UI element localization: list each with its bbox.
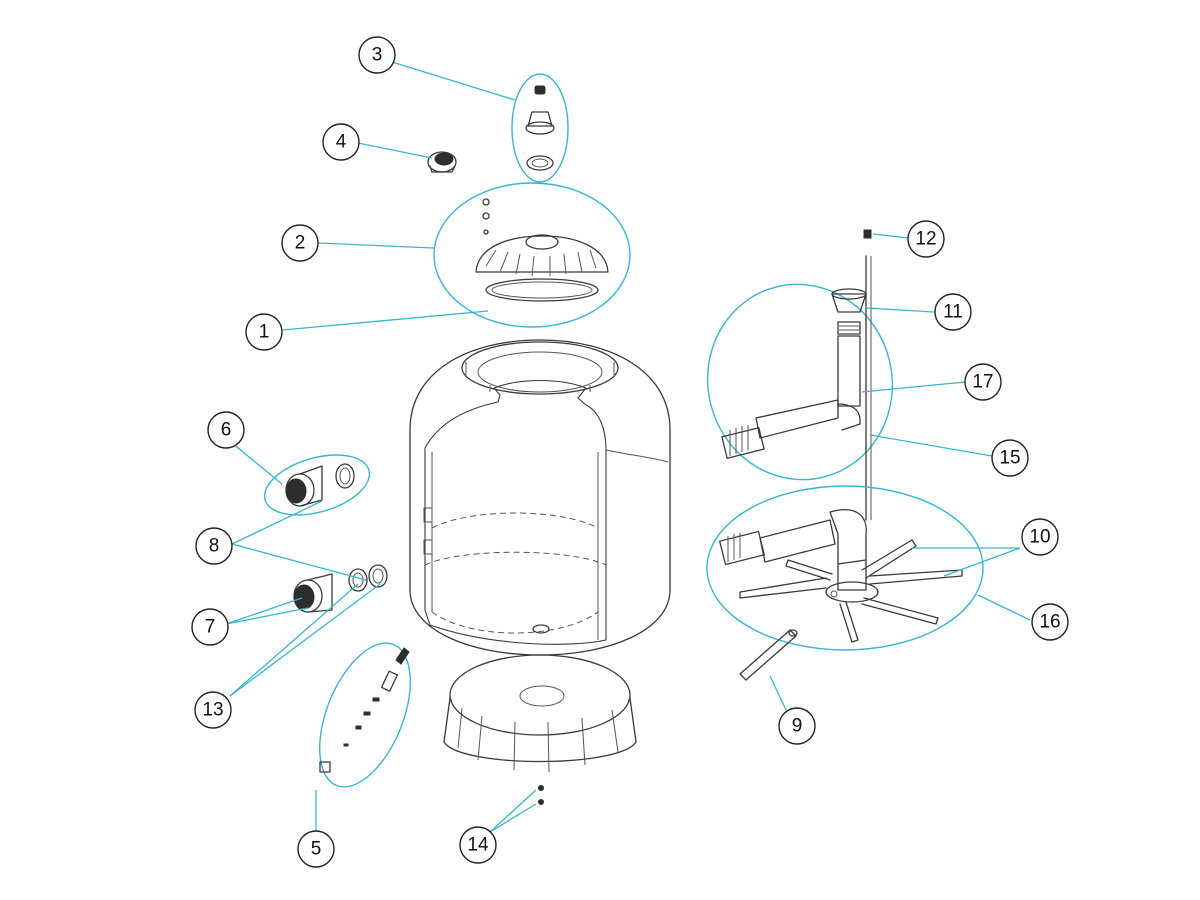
svg-text:2: 2 [295, 233, 306, 254]
union-set-upper [263, 454, 371, 516]
callout-8: 8 [195, 527, 233, 565]
svg-text:12: 12 [915, 229, 936, 250]
callouts: 3 4 2 1 12 11 17 15 6 8 10 16 7 13 9 5 1… [191, 36, 1069, 868]
svg-text:3: 3 [372, 45, 383, 66]
callout-15: 15 [991, 439, 1029, 477]
callout-4: 4 [322, 123, 360, 161]
svg-text:15: 15 [999, 448, 1020, 469]
svg-text:4: 4 [336, 132, 347, 153]
lower-collector [706, 485, 984, 651]
callout-11: 11 [934, 293, 972, 331]
svg-text:17: 17 [972, 372, 993, 393]
callout-7: 7 [191, 608, 229, 646]
callout-1: 1 [245, 313, 283, 351]
svg-text:6: 6 [221, 420, 232, 441]
callout-10: 10 [1021, 518, 1059, 556]
svg-text:7: 7 [205, 617, 216, 638]
callout-17: 17 [964, 363, 1002, 401]
loose-lateral [739, 629, 798, 681]
callout-13: 13 [194, 691, 232, 729]
svg-text:16: 16 [1039, 612, 1060, 633]
svg-text:13: 13 [202, 700, 223, 721]
callout-3: 3 [358, 36, 396, 74]
leader-lines [225, 61, 1031, 833]
valve-cap-set [511, 73, 569, 183]
callout-6: 6 [207, 411, 245, 449]
callout-5: 5 [297, 830, 335, 868]
svg-text:5: 5 [311, 839, 322, 860]
callout-12: 12 [907, 220, 945, 258]
callout-14: 14 [459, 826, 497, 864]
air-bleed-kit [319, 642, 411, 788]
svg-text:8: 8 [209, 536, 220, 557]
upper-collector [706, 229, 894, 521]
svg-text:9: 9 [792, 716, 803, 737]
callout-16: 16 [1031, 603, 1069, 641]
lid-assembly [433, 182, 631, 328]
callout-9: 9 [778, 707, 816, 745]
callout-2: 2 [281, 224, 319, 262]
filter-tank [409, 339, 671, 656]
svg-text:14: 14 [467, 835, 489, 856]
svg-text:11: 11 [943, 302, 963, 323]
svg-text:1: 1 [259, 322, 270, 343]
pressure-gauge [427, 151, 457, 173]
union-set-lower [293, 564, 388, 613]
svg-text:10: 10 [1029, 527, 1050, 548]
base-stand [443, 654, 637, 805]
